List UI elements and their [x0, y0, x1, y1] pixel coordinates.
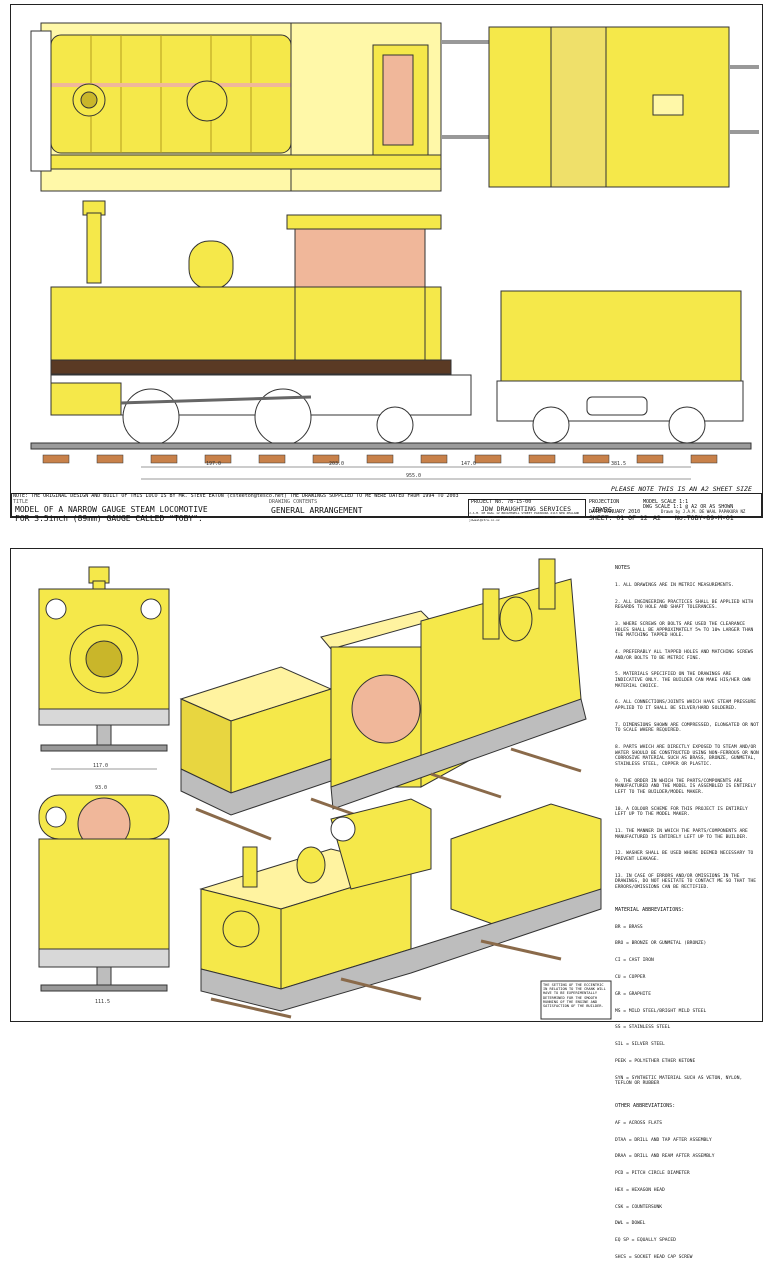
dim-front-gauge: 93.0 — [95, 785, 107, 791]
side-view-loco — [50, 200, 472, 446]
abbreviation-item: DWL = DOWEL — [615, 1221, 646, 1227]
abbreviation-item: DRAA = DRILL AND REAM AFTER ASSEMBLY — [615, 1154, 715, 1160]
date: DATE JANUARY 2010 — [589, 509, 641, 515]
material-item: BRO = BRONZE OR GUNMETAL (BRONZE) — [615, 941, 707, 947]
note-item: 5. MATERIALS SPECIFIED ON THE DRAWINGS A… — [615, 672, 754, 689]
note-item: 6. ALL CONNECTIONS/JOINTS WHICH HAVE STE… — [615, 700, 759, 712]
abbreviation-item: SHCS = SOCKET HEAD CAP SCREW — [615, 1255, 693, 1261]
drawing-number: No:TOBY-89-M-01 — [675, 514, 734, 522]
abbreviation-item: CSK = COUNTERSUNK — [615, 1204, 663, 1210]
materials-title: MATERIAL ABBREVIATIONS: — [615, 906, 685, 913]
note-item: 8. PARTS WHICH ARE DIRECTLY EXPOSED TO S… — [615, 745, 762, 767]
material-item: CU = COPPER — [615, 974, 646, 980]
material-item: CI = CAST IRON — [615, 958, 654, 964]
company-name: JDW DRAUGHTING SERVICES — [481, 505, 572, 513]
dim-overall: 955.0 — [406, 473, 421, 479]
eccentric-note-box — [540, 980, 612, 1020]
drawing-area-2: 117.0 93.0 111.5 — [38, 558, 612, 1020]
abbreviation-item: EQ SP = EQUALLY SPACED — [615, 1238, 676, 1244]
company-address: J.A.M. DE WAAL 12 BRIGHTWELL STREET PAPA… — [469, 511, 580, 522]
material-item: SIL = SILVER STEEL — [615, 1042, 665, 1048]
note-item: 12. WASHER SHALL BE USED WHERE DEEMED NE… — [615, 851, 757, 863]
sheet-2-views-and-notes: 117.0 93.0 111.5 — [10, 548, 763, 1260]
projection-label: PROJECTION — [589, 499, 620, 505]
material-item: SS = STAINLESS STEEL — [615, 1025, 671, 1031]
original-design-note: NOTE: THE ORIGINAL DESIGN AND BUILT OF T… — [13, 493, 459, 499]
note-item: 1. ALL DRAWINGS ARE IN METRIC MEASUREMEN… — [615, 582, 734, 588]
isometric-view-upper — [179, 558, 587, 841]
dim-2: 203.0 — [329, 461, 344, 467]
abbreviation-item: DTAA = DRILL AND TAP AFTER ASSEMBLY — [615, 1137, 712, 1143]
project-number: PROJECT No. 78-15-00 — [471, 499, 532, 505]
note-item: 3. WHERE SCREWS OR BOLTS ARE USED THE CL… — [615, 622, 757, 639]
dim-rear-width: 111.5 — [95, 999, 110, 1005]
drawing-area-1: 197.0 203.0 147.0 381.5 955.0 — [30, 22, 759, 480]
a2-sheet-note: PLEASE NOTE THIS IS AN A2 SHEET SIZE — [611, 485, 752, 493]
note-item: 9. THE ORDER IN WHICH THE PARTS/COMPONEN… — [615, 778, 759, 795]
abbreviation-item: HEX = HEXAGON HEAD — [615, 1187, 665, 1193]
dim-front-width: 117.0 — [93, 763, 108, 769]
side-view-tender — [496, 290, 744, 444]
dim-3: 147.0 — [461, 461, 476, 467]
note-item: 4. PREFERABLY ALL TAPPED HOLES AND MATCH… — [615, 650, 757, 661]
title-label: TITLE — [13, 499, 29, 505]
jdwds-logo: JDWDS — [591, 506, 613, 514]
contents-label: DRAWING CONTENTS — [269, 499, 318, 505]
material-item: PEEK = POLYETHER ETHER KETONE — [615, 1058, 696, 1064]
drawing-title-line-1: MODEL OF A NARROW GAUGE STEAM LOCOMOTIVE — [15, 505, 208, 514]
model-scale: MODEL SCALE 1:1 — [643, 499, 689, 505]
material-item: MS = MILD STEEL/BRIGHT MILD STEEL — [615, 1008, 707, 1014]
dim-4: 381.5 — [611, 461, 626, 467]
plan-view-loco — [30, 22, 496, 192]
plan-view-tender — [488, 26, 759, 188]
abbreviation-item: PCD = PITCH CIRCLE DIAMETER — [615, 1171, 690, 1177]
note-item: 13. IN CASE OF ERRORS AND/OR OMISSIONS I… — [615, 873, 759, 891]
note-item: 10. A COLOUR SCHEME FOR THIS PROJECT IS … — [615, 806, 751, 818]
eccentric-note: THE SETTING OF THE ECCENTRIC IN RELATION… — [543, 983, 606, 1009]
notes-column: NOTES 1. ALL DRAWINGS ARE IN METRIC MEAS… — [615, 555, 759, 1272]
abbreviation-item: AF = ACROSS FLATS — [615, 1120, 663, 1126]
dwg-scale: DWG SCALE 1:1 @ A2 OR AS SHOWN — [643, 504, 734, 510]
isometric-view-lower — [199, 798, 602, 1019]
sheet-number: SHEET: 01 OF 12 — [589, 514, 648, 522]
drawing-contents: GENERAL ARRANGEMENT — [271, 506, 363, 515]
rear-view — [38, 794, 170, 992]
notes-title: NOTES — [615, 565, 631, 572]
other-abbreviations-title: OTHER ABBREVIATIONS: — [615, 1103, 676, 1109]
note-item: 11. THE MANNER IN WHICH THE PARTS/COMPON… — [615, 829, 751, 840]
drawing-title-line-2: FOR 3.5inch (89mm) GAUGE CALLED "TOBY". — [15, 514, 203, 523]
sheet-1-general-arrangement: 197.0 203.0 147.0 381.5 955.0 PLEASE NOT… — [10, 4, 763, 523]
material-item: GR = GRAPHITE — [615, 991, 651, 997]
sheet-size: A2 — [653, 514, 661, 522]
dim-1: 197.0 — [206, 461, 221, 467]
dimension-lines — [141, 466, 691, 480]
note-item: 2. ALL ENGINEERING PRACTICES SHALL BE AP… — [615, 599, 757, 611]
drawn-by: Drawn by J.A.M. DE WAAL PAPAKURA NZ — [661, 509, 746, 514]
note-item: 7. DIMENSIONS SHOWN ARE COMPRESSED, ELON… — [615, 722, 762, 734]
company-box — [468, 499, 586, 517]
title-block — [11, 493, 762, 517]
track — [30, 442, 752, 464]
front-view — [38, 566, 170, 770]
material-item: SYN = SYNTHETIC MATERIAL SUCH AS VETON, … — [615, 1075, 746, 1087]
material-item: BR = BRASS — [615, 924, 643, 930]
